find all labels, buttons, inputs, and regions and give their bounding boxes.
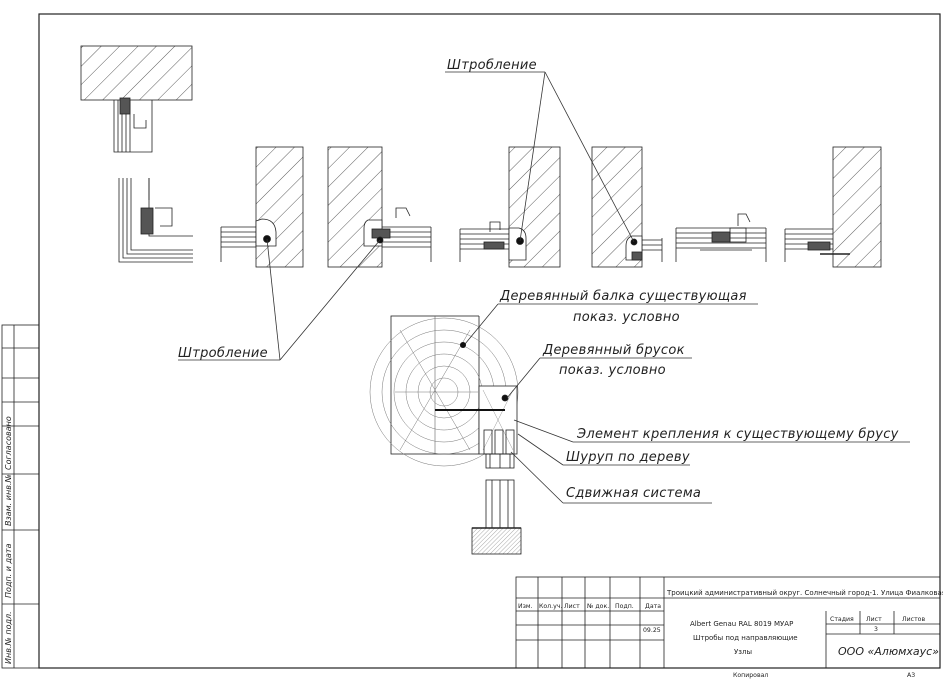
- side-stamp-sign: Подп. и дата: [4, 543, 13, 598]
- detail-4: [591, 146, 663, 268]
- label-groove-top: Штробление: [447, 58, 537, 73]
- tb-sheets-label: Листов: [902, 616, 925, 623]
- label-groove-left: Штробление: [178, 346, 268, 361]
- tb-sheet-label: Лист: [866, 616, 882, 623]
- tb-stage-label: Стадия: [830, 616, 854, 623]
- tb-product: Albert Genau RAL 8019 МУАР: [690, 620, 793, 628]
- tb-h-date: Дата: [645, 603, 661, 610]
- tb-h-kol: Кол.уч.: [539, 603, 562, 610]
- side-stamp: [1, 324, 40, 669]
- detail-corner-top: [80, 45, 193, 153]
- detail-corner-bottom: [118, 178, 193, 263]
- sliding-profiles-lower: [471, 479, 522, 555]
- label-bar: Деревянный брусок: [542, 343, 685, 358]
- groove-leaders-top: [445, 71, 635, 243]
- beam-marker: [460, 342, 466, 348]
- label-fixing: Элемент крепления к существующему брусу: [576, 427, 899, 442]
- tb-drawing-title: Штробы под направляющие: [693, 634, 798, 642]
- label-sliding: Сдвижная система: [566, 486, 701, 501]
- label-screw: Шуруп по дереву: [566, 450, 690, 465]
- tb-h-doc: № док.: [586, 603, 609, 610]
- side-stamp-inv: Инв.№ подл.: [4, 611, 13, 664]
- tb-h-izm: Изм.: [518, 603, 533, 610]
- side-stamp-replace: Взам. инв.№: [4, 474, 13, 526]
- wood-bar-section: [435, 385, 518, 455]
- tb-copied: Копировал: [733, 672, 768, 679]
- detail-2: [327, 146, 432, 268]
- tb-company: ООО «Алюмхаус»: [838, 645, 939, 658]
- label-beam: Деревянный балка существующая: [499, 289, 747, 304]
- tb-drawing-subtitle: Узлы: [734, 648, 752, 656]
- detail-1: [220, 146, 304, 268]
- groove-leaders-left: [178, 238, 381, 361]
- side-stamp-agreed: Согласовано: [4, 416, 13, 470]
- label-beam-note: показ. условно: [573, 310, 680, 325]
- detail-5: [675, 213, 767, 262]
- title-block: [515, 576, 941, 669]
- label-bar-note: показ. условно: [559, 363, 666, 378]
- detail-3: [459, 146, 561, 268]
- outer-frame: [38, 13, 941, 669]
- tb-format: А3: [907, 672, 915, 679]
- tb-address: Троицкий административный округ. Солнечн…: [666, 589, 943, 597]
- centre-leaders: [464, 303, 910, 504]
- tb-h-list: Лист: [564, 603, 580, 610]
- tb-h-podp: Подп.: [615, 603, 634, 610]
- sliding-profiles: [483, 429, 515, 469]
- tb-sheet-number: 3: [874, 626, 878, 633]
- tb-date: 09.25: [643, 627, 661, 634]
- detail-6: [784, 146, 882, 268]
